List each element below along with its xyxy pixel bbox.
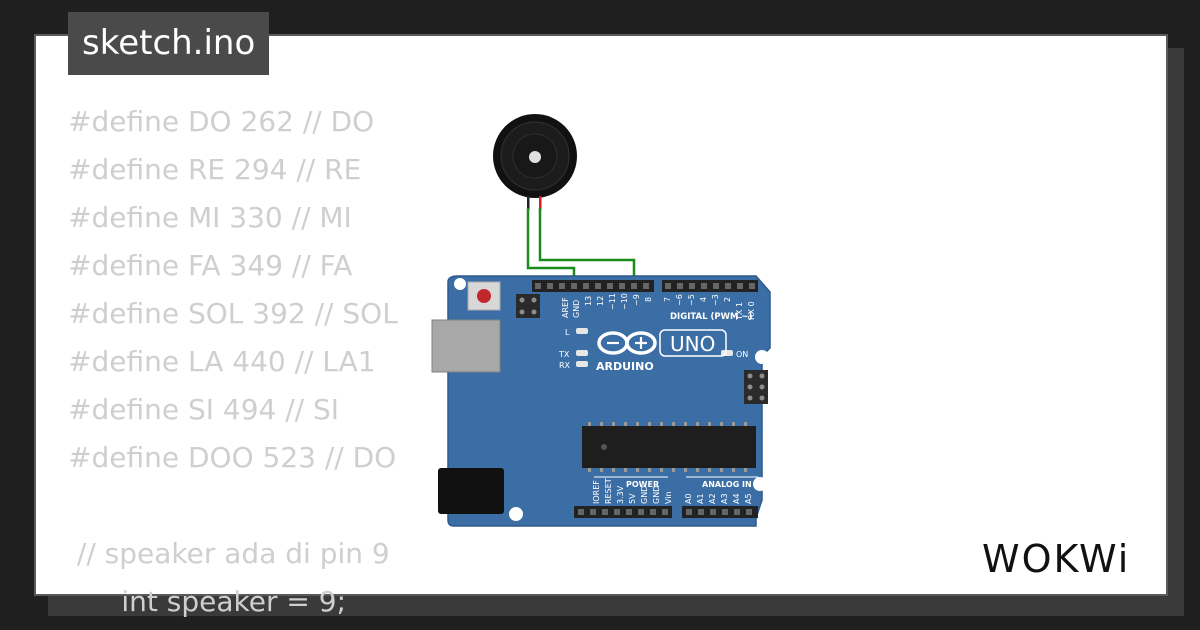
wokwi-logo-text: WOKWi — [982, 537, 1130, 581]
led-l-label: L — [565, 328, 570, 337]
pin-label: 5V — [628, 493, 637, 504]
pin-label: GND — [572, 300, 581, 318]
pin-label: A4 — [732, 493, 741, 504]
circuit-diagram: AREF GND 13 12 ~11 ~10 ~9 8 7 ~6 ~5 4 ~3… — [431, 114, 771, 527]
arduino-infinity-logo — [597, 331, 657, 355]
pin-label: ~5 — [687, 294, 696, 306]
file-name-tab[interactable]: sketch.ino — [68, 12, 270, 75]
code-line: #define LA 440 // LA1 — [68, 345, 376, 378]
code-line: #define DO 262 // DO — [68, 105, 375, 138]
pin-label: IOREF — [592, 480, 601, 504]
pin-label: 8 — [644, 297, 653, 302]
pin-label: A0 — [684, 493, 693, 504]
pin-label: 12 — [596, 296, 605, 306]
wires — [526, 208, 636, 286]
pin-label: GND — [640, 486, 649, 504]
pin-label: GND — [652, 486, 661, 504]
pin-label: A2 — [708, 493, 717, 504]
code-line: // speaker ada di pin 9 — [68, 537, 390, 570]
digital-label: DIGITAL (PWM ~) — [670, 312, 752, 322]
pin-label: A5 — [744, 493, 753, 504]
pin-label: 3.3V — [616, 485, 625, 504]
pin-label: ~6 — [675, 294, 684, 306]
pin-label: 2 — [723, 297, 732, 302]
code-line: #define RE 294 // RE — [68, 153, 362, 186]
code-line: #define SOL 392 // SOL — [68, 297, 398, 330]
code-listing: #define DO 262 // DO #define RE 294 // R… — [68, 98, 398, 626]
pin-label: RX 0 — [747, 301, 756, 320]
led-rx-label: RX — [559, 361, 571, 370]
code-line: int speaker = 9; — [68, 585, 347, 618]
pin-label: A3 — [720, 493, 729, 504]
preview-card: #define DO 262 // DO #define RE 294 // R… — [34, 34, 1168, 618]
pin-label: ~3 — [711, 294, 720, 306]
pin-label: TX 1 — [735, 302, 744, 321]
arduino-uno-board[interactable]: AREF GND 13 12 ~11 ~10 ~9 8 7 ~6 ~5 4 ~3… — [431, 275, 771, 527]
pin-label: Vin — [664, 491, 673, 504]
pin-label: A1 — [696, 493, 705, 504]
code-line: #define FA 349 // FA — [68, 249, 353, 282]
code-line: #define DOO 523 // DO — [68, 441, 397, 474]
code-line: #define MI 330 // MI — [68, 201, 352, 234]
led-tx-label: TX — [558, 350, 570, 359]
power-label: POWER — [626, 480, 659, 489]
buzzer[interactable] — [493, 114, 577, 210]
board-model: UNO — [670, 332, 715, 356]
pin-label: 13 — [584, 296, 593, 306]
pin-label: 4 — [699, 297, 708, 302]
pin-label: 7 — [663, 297, 672, 302]
led-on-label: ON — [736, 350, 748, 359]
code-line: #define SI 494 // SI — [68, 393, 340, 426]
wokwi-logo: WOKWi — [982, 537, 1130, 581]
pin-label: ~9 — [632, 294, 641, 306]
pin-label: RESET — [604, 478, 613, 504]
board-brand: ARDUINO — [596, 360, 654, 373]
pin-label: ~11 — [608, 293, 617, 310]
pin-label: AREF — [561, 297, 570, 318]
pin-label: ~10 — [620, 293, 629, 310]
analog-label: ANALOG IN — [702, 480, 752, 489]
